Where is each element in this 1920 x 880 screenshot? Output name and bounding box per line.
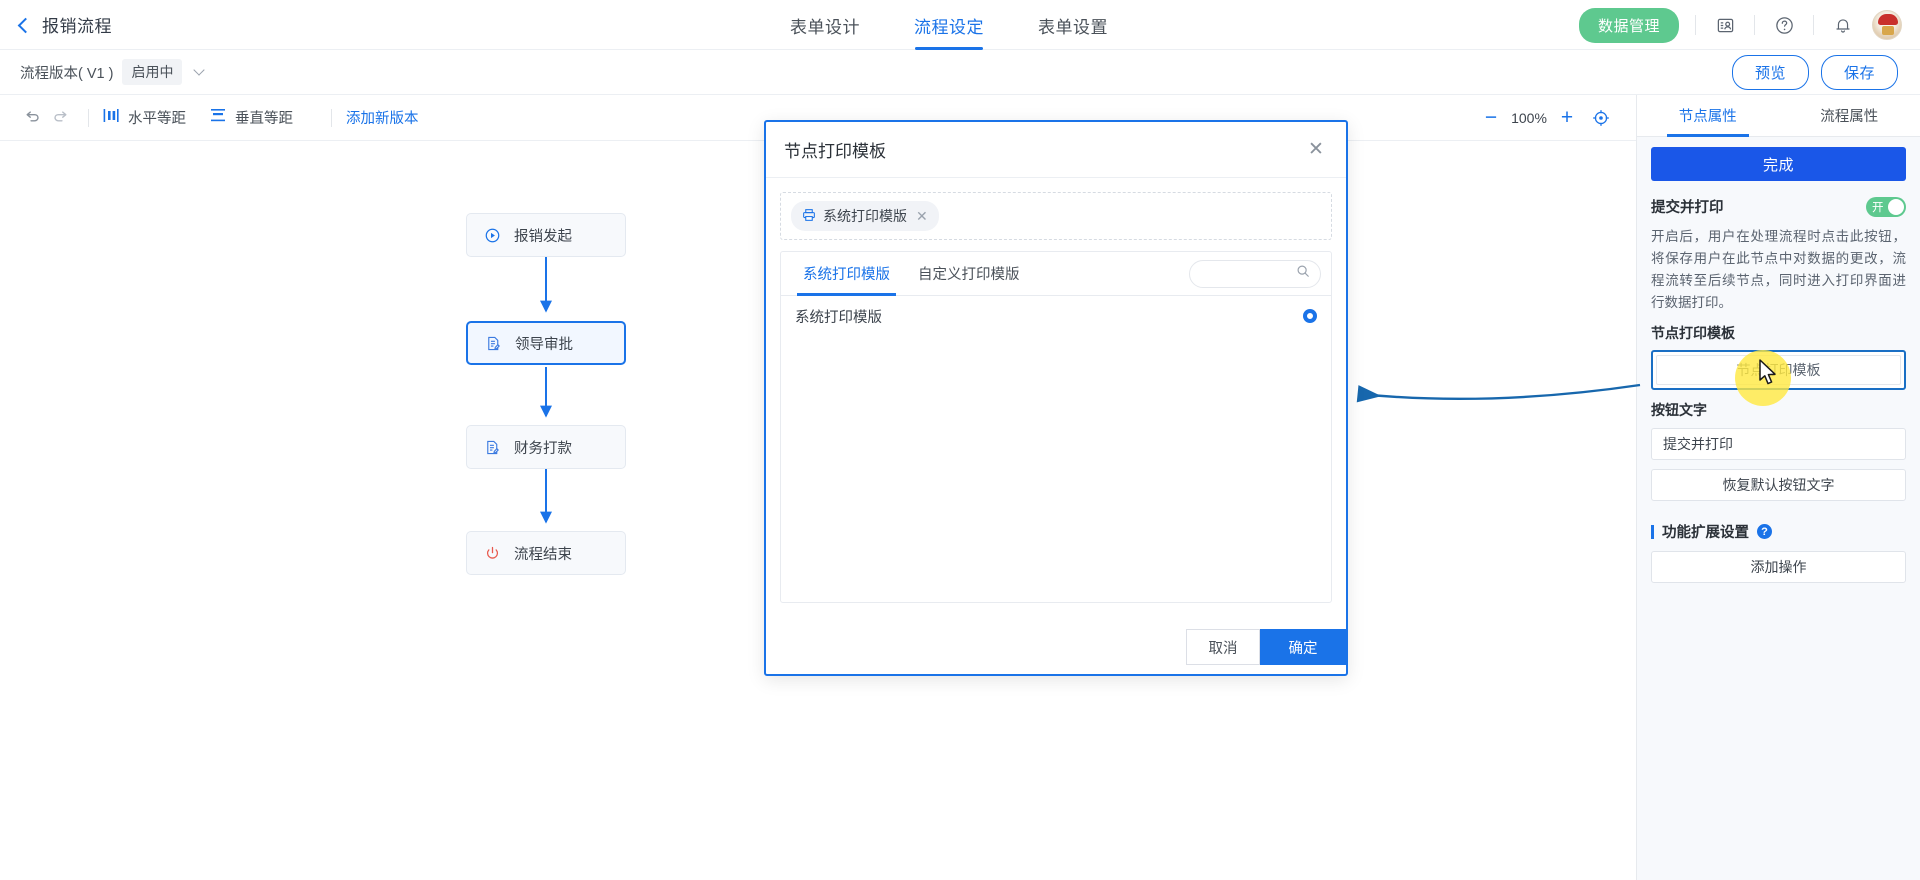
panel-tabs: 系统打印模版 自定义打印模版: [781, 252, 1331, 296]
flow-node-label: 流程结束: [514, 546, 572, 563]
extension-section-header: 功能扩展设置 ?: [1651, 521, 1906, 542]
sub-header: 流程版本( V1 ) 启用中 预览 保存: [0, 50, 1920, 95]
toggle-knob: [1888, 198, 1904, 215]
flow-node-leader-approval[interactable]: 领导审批: [466, 321, 626, 365]
template-tag-label: 系统打印模版: [823, 208, 907, 224]
submit-and-print-row: 提交并打印 开: [1651, 196, 1906, 217]
sub-header-actions: 预览 保存: [1731, 54, 1898, 90]
submit-and-print-toggle[interactable]: 开: [1866, 196, 1906, 217]
template-list-item[interactable]: 系统打印模版: [781, 296, 1331, 336]
help-circle-icon[interactable]: [1771, 12, 1797, 38]
print-template-modal: 节点打印模板 ✕ 系统打印模版 ✕: [764, 120, 1348, 676]
sidebar-tabs: 节点属性 流程属性: [1637, 95, 1920, 137]
document-edit-icon: [484, 439, 501, 456]
flow-node-start[interactable]: 报销发起: [466, 213, 626, 257]
version-status-badge: 启用中: [122, 59, 183, 85]
divider: [331, 108, 332, 127]
bell-icon[interactable]: [1830, 12, 1856, 38]
node-print-template-label: 节点打印模板: [1651, 325, 1735, 342]
fit-screen-icon[interactable]: [1584, 101, 1618, 135]
divider: [1813, 15, 1814, 35]
vertical-spacing-label: 垂直等距: [235, 111, 293, 127]
page-title: 报销流程: [42, 17, 112, 36]
template-search-box[interactable]: [1189, 259, 1321, 288]
header-actions: 数据管理: [1578, 0, 1902, 50]
template-tag[interactable]: 系统打印模版 ✕: [791, 201, 939, 231]
document-edit-icon: [485, 335, 502, 352]
zoom-level-value: 100%: [1511, 109, 1547, 126]
divider: [88, 108, 89, 127]
remove-tag-icon[interactable]: ✕: [916, 207, 928, 224]
template-panel: 系统打印模版 自定义打印模版 系统打印模版: [780, 251, 1332, 603]
flow-node-end[interactable]: 流程结束: [466, 531, 626, 575]
button-text-label: 按钮文字: [1651, 402, 1707, 419]
tab-form-setting[interactable]: 表单设置: [1038, 17, 1108, 37]
close-icon[interactable]: ✕: [1308, 139, 1324, 160]
play-circle-icon: [484, 227, 501, 244]
flow-node-label: 报销发起: [514, 228, 572, 245]
chevron-left-icon: [17, 17, 34, 33]
zoom-in-button[interactable]: +: [1560, 105, 1574, 129]
modal-body: 系统打印模版 ✕ 系统打印模版 自定义打印模版: [766, 178, 1346, 603]
tab-flow-properties[interactable]: 流程属性: [1820, 109, 1879, 125]
divider: [1695, 15, 1696, 35]
horizontal-spacing-label: 水平等距: [128, 111, 186, 127]
extension-section-label: 功能扩展设置: [1662, 525, 1749, 542]
printer-icon: [802, 208, 816, 225]
section-accent-bar: [1651, 524, 1654, 539]
button-text-input[interactable]: [1651, 428, 1906, 461]
submit-and-print-description: 开启后，用户在处理流程时点击此按钮，将保存用户在此节点中对数据的更改，流程流转至…: [1651, 229, 1906, 310]
flow-node-label: 领导审批: [515, 336, 573, 353]
search-input[interactable]: [1200, 266, 1296, 281]
vertical-spacing-button[interactable]: 垂直等距: [210, 107, 293, 128]
right-sidebar: 节点属性 流程属性 完成 提交并打印 开 开启后，用户在处理流程时点击此按钮，将…: [1636, 95, 1920, 880]
tab-node-properties[interactable]: 节点属性: [1666, 95, 1749, 137]
chevron-down-icon[interactable]: [193, 64, 206, 76]
version-label: 流程版本( V1 ): [20, 65, 114, 82]
modal-footer: 取消 确定: [766, 620, 1346, 674]
node-print-template-field: 节点打印模板: [1651, 350, 1906, 391]
modal-header: 节点打印模板 ✕: [766, 122, 1346, 178]
add-action-button[interactable]: 添加操作: [1651, 551, 1906, 584]
flow-node-finance-payment[interactable]: 财务打款: [466, 425, 626, 469]
sidebar-body: 完成 提交并打印 开 开启后，用户在处理流程时点击此按钮，将保存用户在此节点中对…: [1637, 137, 1920, 584]
divider: [1754, 15, 1755, 35]
cancel-button[interactable]: 取消: [1186, 629, 1260, 665]
header-tabs: 表单设计 流程设定 表单设置: [790, 0, 1108, 50]
panel-tab-custom[interactable]: 自定义打印模版: [918, 267, 1020, 283]
horizontal-spacing-icon: [103, 108, 119, 127]
power-off-icon: [484, 545, 501, 562]
done-button[interactable]: 完成: [1651, 147, 1906, 181]
radio-selected-icon[interactable]: [1303, 309, 1317, 323]
back-button[interactable]: 报销流程: [17, 12, 112, 37]
confirm-button[interactable]: 确定: [1260, 629, 1346, 665]
restore-default-button-text[interactable]: 恢复默认按钮文字: [1651, 469, 1906, 502]
horizontal-spacing-button[interactable]: 水平等距: [103, 107, 186, 128]
flow-node-label: 财务打款: [514, 440, 572, 457]
tab-form-design[interactable]: 表单设计: [790, 17, 860, 37]
tab-flow-setting[interactable]: 流程设定: [914, 0, 984, 50]
zoom-controls: − 100% +: [1474, 101, 1618, 135]
add-new-version-link[interactable]: 添加新版本: [346, 111, 419, 127]
save-button[interactable]: 保存: [1820, 54, 1898, 90]
template-list-label: 系统打印模版: [795, 309, 882, 326]
vertical-spacing-icon: [210, 108, 226, 127]
preview-button[interactable]: 预览: [1731, 54, 1809, 90]
selected-templates-box[interactable]: 系统打印模版 ✕: [780, 192, 1332, 240]
top-header: 报销流程 表单设计 流程设定 表单设置 数据管理: [0, 0, 1920, 50]
data-management-button[interactable]: 数据管理: [1578, 7, 1679, 43]
undo-icon[interactable]: [18, 104, 46, 132]
modal-title: 节点打印模板: [784, 142, 886, 161]
search-icon[interactable]: [1296, 264, 1310, 283]
help-icon[interactable]: ?: [1757, 524, 1772, 540]
zoom-out-button[interactable]: −: [1484, 105, 1498, 129]
node-print-template-button[interactable]: 节点打印模板: [1656, 355, 1901, 386]
panel-tab-system[interactable]: 系统打印模版: [789, 252, 904, 296]
redo-icon[interactable]: [46, 104, 74, 132]
toggle-state-label: 开: [1872, 201, 1884, 214]
submit-and-print-label: 提交并打印: [1651, 200, 1724, 216]
contact-card-icon[interactable]: [1712, 12, 1738, 38]
avatar[interactable]: [1872, 10, 1902, 40]
